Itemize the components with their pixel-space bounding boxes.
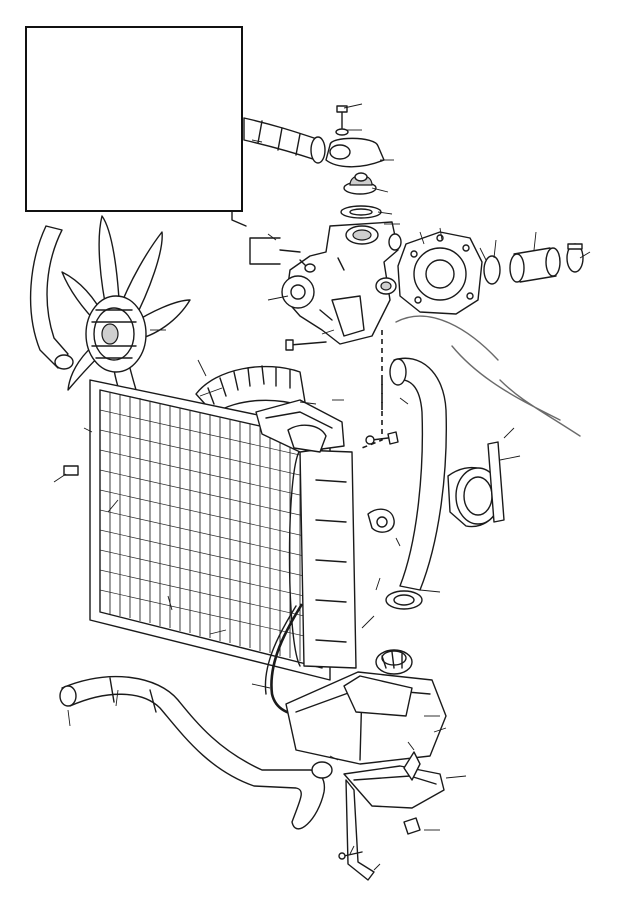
hose-clamp xyxy=(566,243,584,273)
inset-blank-frame xyxy=(25,26,243,212)
radiator-core xyxy=(99,392,323,663)
filler-cap xyxy=(375,649,413,675)
bolt xyxy=(285,339,327,351)
hose-clamp xyxy=(310,136,326,164)
water-pump xyxy=(281,221,402,345)
coupling-hose xyxy=(447,441,505,528)
lower-radiator-hose xyxy=(393,357,447,591)
upper-radiator-hose xyxy=(243,117,321,161)
upper-radiator-hose xyxy=(29,225,69,369)
lower-radiator-hose xyxy=(61,676,326,830)
hose-clamp xyxy=(483,255,501,285)
spring-clip xyxy=(367,508,395,533)
viscous-coupling xyxy=(85,295,147,373)
expansion-tank xyxy=(285,671,447,765)
hose-clamp xyxy=(59,685,333,779)
radiator xyxy=(89,379,357,681)
fan-shroud xyxy=(195,365,307,415)
drain-plug xyxy=(53,465,79,483)
leader-lines xyxy=(67,103,591,871)
hose-clamp xyxy=(54,354,74,370)
coupling-hose xyxy=(509,247,561,283)
hose-clamp xyxy=(385,358,423,610)
spring-clip xyxy=(403,817,421,835)
tank-bracket xyxy=(343,751,445,881)
thermostat xyxy=(340,172,382,219)
bolt xyxy=(338,851,363,860)
bolt xyxy=(365,431,399,445)
thermostat-housing xyxy=(325,105,385,168)
water-pump-cover xyxy=(397,231,483,315)
